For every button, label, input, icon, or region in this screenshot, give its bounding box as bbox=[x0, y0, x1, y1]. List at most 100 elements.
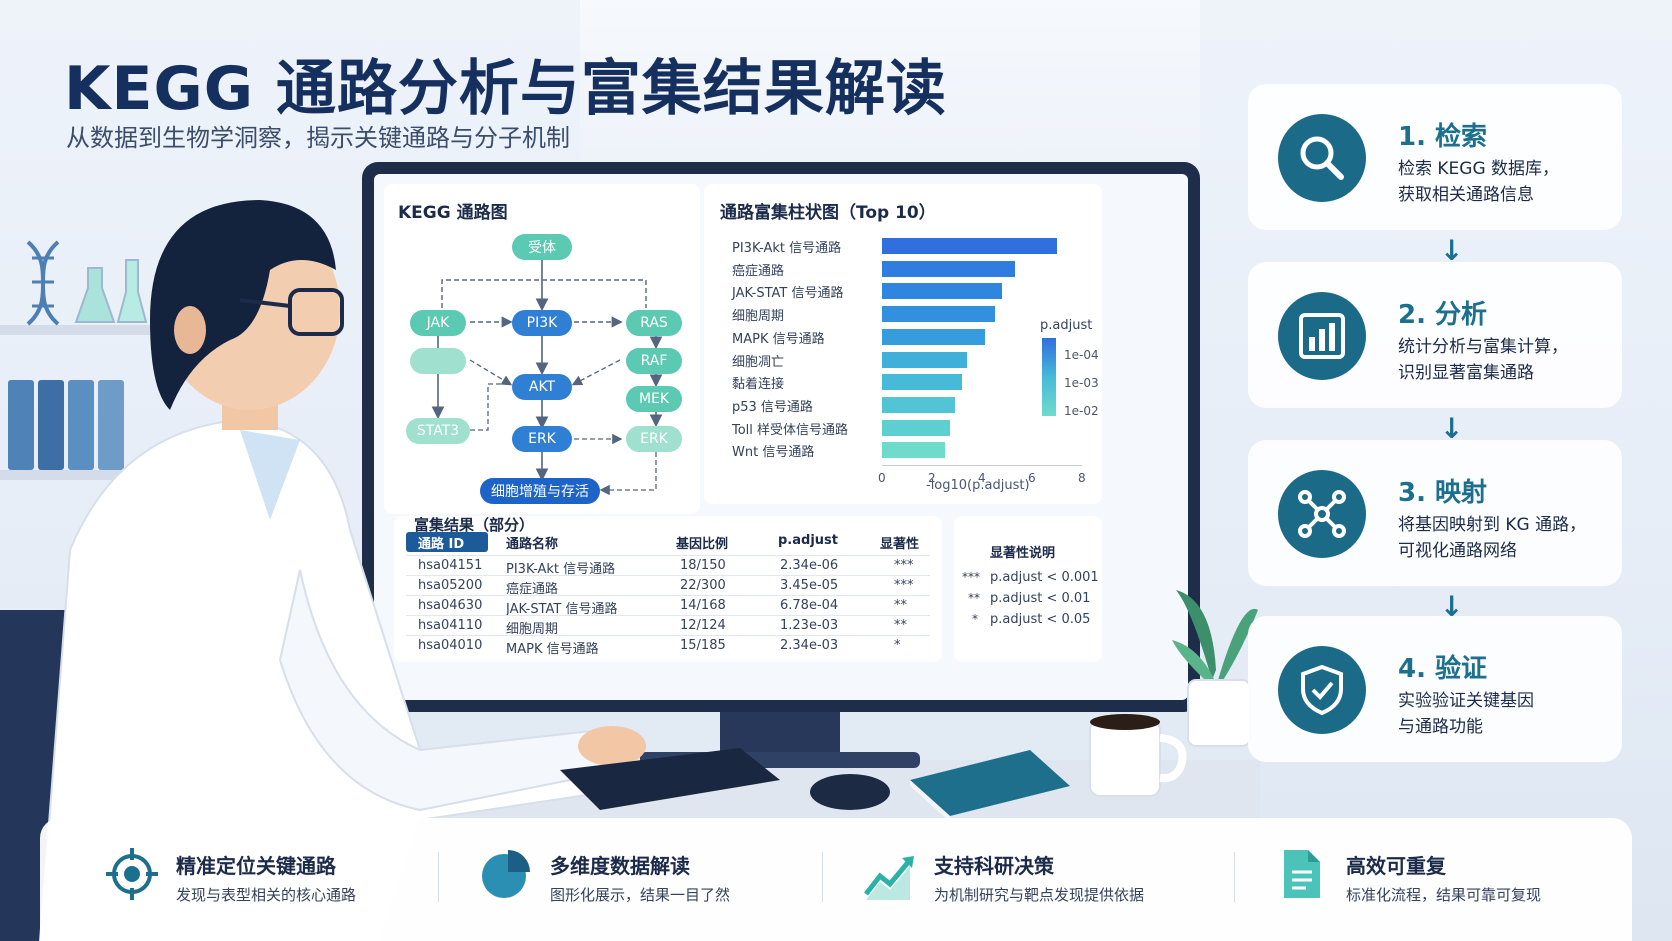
table-row-divider bbox=[406, 635, 930, 636]
bar[interactable] bbox=[882, 283, 1002, 300]
bar-category-label: MAPK 信号通路 bbox=[732, 331, 825, 347]
table-cell: 1.23e-03 bbox=[780, 618, 839, 633]
step-description-line: 获取相关通路信息 bbox=[1398, 185, 1534, 205]
monitor: KEGG 通路图 bbox=[362, 162, 1200, 712]
x-tick-label: 0 bbox=[878, 471, 886, 485]
bar-chart-icon bbox=[1278, 292, 1366, 380]
step-arrow-down-icon: ↓ bbox=[1440, 234, 1464, 267]
bar[interactable] bbox=[882, 442, 945, 459]
bar[interactable] bbox=[882, 328, 985, 345]
lab-shelf-lower bbox=[0, 470, 160, 480]
significance-mark: *** bbox=[962, 570, 980, 584]
table-cell: MAPK 信号通路 bbox=[506, 642, 599, 657]
page-title: KEGG 通路分析与富集结果解读 bbox=[64, 54, 947, 124]
x-tick-label: 6 bbox=[1028, 471, 1036, 485]
feature-description: 图形化展示，结果一目了然 bbox=[550, 886, 731, 904]
pathway-arrows bbox=[431, 260, 663, 496]
table-cell: hsa05200 bbox=[418, 578, 483, 593]
target-icon bbox=[104, 846, 160, 902]
step-title: 3. 映射 bbox=[1398, 478, 1488, 508]
bar[interactable] bbox=[882, 260, 1015, 277]
bar-category-label: 细胞凋亡 bbox=[732, 354, 785, 370]
dna-flask-decor bbox=[26, 240, 148, 326]
table-cell: 14/168 bbox=[680, 598, 726, 613]
feature-title: 高效可重复 bbox=[1346, 854, 1446, 878]
step-title: 2. 分析 bbox=[1398, 300, 1488, 330]
table-cell: *** bbox=[894, 558, 914, 573]
network-icon bbox=[1278, 470, 1366, 558]
node-erk-right[interactable]: ERK bbox=[626, 426, 682, 452]
legend-label: 1e-03 bbox=[1064, 376, 1099, 390]
node-ras[interactable]: RAS bbox=[626, 310, 682, 336]
table-row-divider bbox=[406, 615, 930, 616]
search-icon bbox=[1278, 114, 1366, 202]
x-tick-label: 8 bbox=[1078, 471, 1086, 485]
node-outcome[interactable]: 细胞增殖与存活 bbox=[480, 478, 600, 504]
feature-divider bbox=[1234, 852, 1235, 902]
bar[interactable] bbox=[882, 238, 1057, 254]
table-cell: 2.34e-06 bbox=[780, 558, 839, 573]
legend-title: p.adjust bbox=[1040, 318, 1093, 333]
bar[interactable] bbox=[882, 374, 962, 391]
shield-check-icon bbox=[1278, 646, 1366, 734]
feature-description: 发现与表型相关的核心通路 bbox=[176, 886, 357, 904]
step-description: 检索 KEGG 数据库， 获取相关通路信息 bbox=[1398, 156, 1559, 208]
node-pi3k[interactable]: PI3K bbox=[512, 310, 572, 336]
step-description-line: 识别显著富集通路 bbox=[1398, 363, 1534, 383]
node-erk[interactable]: ERK bbox=[512, 426, 572, 452]
node-stat3[interactable]: STAT3 bbox=[406, 418, 470, 444]
workflow-step-card[interactable]: 3. 映射将基因映射到 KG 通路， 可视化通路网络 bbox=[1248, 440, 1622, 586]
workflow-step-card[interactable]: 2. 分析统计分析与富集计算，识别显著富集通路 bbox=[1248, 262, 1622, 408]
monitor-screen: KEGG 通路图 bbox=[374, 174, 1188, 700]
node-mek[interactable]: MEK bbox=[626, 386, 682, 412]
table-cell: ** bbox=[894, 598, 907, 613]
legend-label: 1e-04 bbox=[1064, 348, 1099, 362]
table-cell: *** bbox=[894, 578, 914, 593]
significance-panel: 显著性说明 *** p.adjust < 0.001 ** p.adjust <… bbox=[954, 516, 1102, 662]
table-header: 显著性 bbox=[880, 537, 920, 552]
bar[interactable] bbox=[882, 396, 955, 413]
bar[interactable] bbox=[882, 419, 950, 436]
table-cell: * bbox=[894, 638, 901, 653]
significance-text: p.adjust < 0.001 bbox=[990, 570, 1099, 585]
step-description-line: 将基因映射到 KG 通路， bbox=[1398, 515, 1587, 535]
bar-chart-title: 通路富集柱状图（Top 10） bbox=[720, 203, 936, 223]
x-axis-line bbox=[882, 465, 1082, 466]
significance-title: 显著性说明 bbox=[990, 546, 1056, 561]
node-akt[interactable]: AKT bbox=[512, 374, 572, 400]
node-raf[interactable]: RAF bbox=[626, 348, 682, 374]
step-description-line: 与通路功能 bbox=[1398, 717, 1483, 737]
pie-chart-icon bbox=[478, 846, 534, 902]
step-arrow-down-icon: ↓ bbox=[1440, 412, 1464, 445]
table-cell: 18/150 bbox=[680, 558, 726, 573]
significance-text: p.adjust < 0.01 bbox=[990, 591, 1091, 606]
step-description-line: 检索 KEGG 数据库， bbox=[1398, 159, 1560, 179]
bar[interactable] bbox=[882, 351, 967, 368]
monitor-stand bbox=[720, 712, 840, 754]
bar-category-label: JAK-STAT 信号通路 bbox=[732, 286, 844, 302]
table-cell: hsa04151 bbox=[418, 558, 483, 573]
desk-items bbox=[560, 714, 1187, 820]
workflow-step-card[interactable]: 4. 验证实验验证关键基因与通路功能 bbox=[1248, 616, 1622, 762]
background-window bbox=[580, 0, 1200, 160]
legend-colorbar bbox=[1042, 338, 1056, 416]
step-description-line: 可视化通路网络 bbox=[1398, 541, 1517, 561]
feature-title: 多维度数据解读 bbox=[550, 854, 690, 878]
workflow-step-card[interactable]: 1. 检索检索 KEGG 数据库，获取相关通路信息 bbox=[1248, 84, 1622, 230]
bar-category-label: p53 信号通路 bbox=[732, 399, 813, 415]
table-cell: hsa04630 bbox=[418, 598, 483, 613]
table-cell: 细胞周期 bbox=[506, 622, 559, 637]
table-cell: 15/185 bbox=[680, 638, 726, 653]
significance-text: p.adjust < 0.05 bbox=[990, 612, 1091, 627]
step-description: 将基因映射到 KG 通路， 可视化通路网络 bbox=[1398, 512, 1586, 564]
feature-title: 支持科研决策 bbox=[934, 854, 1054, 878]
bar[interactable] bbox=[882, 306, 995, 323]
node-jak[interactable]: JAK bbox=[410, 310, 466, 336]
x-tick-label: 4 bbox=[978, 471, 986, 485]
step-title: 4. 验证 bbox=[1398, 654, 1488, 684]
feature-description: 为机制研究与靶点发现提供依据 bbox=[934, 886, 1145, 904]
table-cell: ** bbox=[894, 618, 907, 633]
node-receptor[interactable]: 受体 bbox=[512, 234, 572, 260]
bar-category-label: 细胞周期 bbox=[732, 309, 785, 325]
node-unlabeled[interactable] bbox=[410, 348, 466, 374]
